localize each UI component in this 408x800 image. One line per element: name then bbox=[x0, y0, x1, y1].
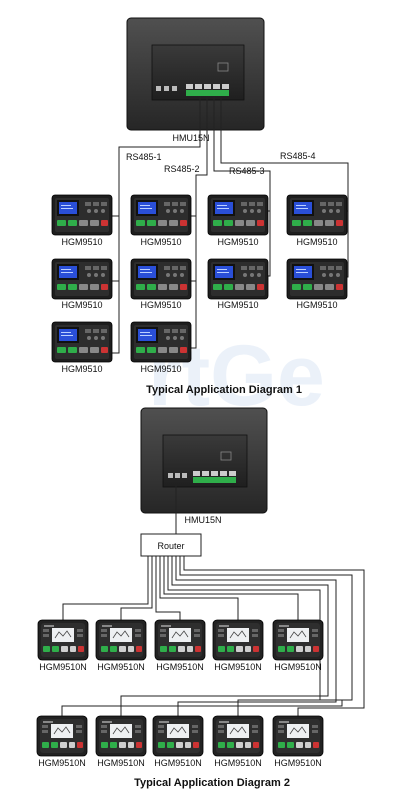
ethernet-wiring bbox=[61, 556, 365, 716]
bus-label-rs485-2: RS485-2 bbox=[164, 164, 200, 174]
device-label: HGM9510 bbox=[61, 237, 102, 247]
device-label: HGM9510 bbox=[140, 237, 181, 247]
device-label: HGM9510N bbox=[274, 758, 322, 768]
device-label: HGM9510 bbox=[61, 300, 102, 310]
device-label: HGM9510N bbox=[38, 758, 86, 768]
device-label: HGM9510 bbox=[217, 237, 258, 247]
hgm9510-controller bbox=[51, 194, 113, 236]
device-label: HGM9510N bbox=[214, 662, 262, 672]
router-box bbox=[140, 533, 202, 557]
device-label: HGM9510N bbox=[154, 758, 202, 768]
hgm9510-controller bbox=[51, 258, 113, 300]
device-label: HGM9510N bbox=[39, 662, 87, 672]
router-label: Router bbox=[157, 541, 184, 551]
hgm9510n-controller bbox=[272, 619, 324, 661]
hgm9510n-controller bbox=[36, 715, 88, 757]
caption-diagram-2: Typical Application Diagram 2 bbox=[134, 777, 290, 789]
bus-label-rs485-4: RS485-4 bbox=[280, 151, 316, 161]
hgm9510n-controller bbox=[95, 619, 147, 661]
device-label: HGM9510N bbox=[214, 758, 262, 768]
device-label: HGM9510 bbox=[296, 237, 337, 247]
device-label: HGM9510N bbox=[156, 662, 204, 672]
hgm9510n-controller bbox=[272, 715, 324, 757]
hgm9510n-controller bbox=[152, 715, 204, 757]
device-label: HGM9510 bbox=[140, 300, 181, 310]
hgm9510-controller bbox=[207, 194, 269, 236]
hgm9510n-controller bbox=[212, 619, 264, 661]
hgm9510n-controller bbox=[154, 619, 206, 661]
hgm9510-controller bbox=[286, 194, 348, 236]
bus-label-rs485-1: RS485-1 bbox=[126, 152, 162, 162]
hub-label-2: HMU15N bbox=[184, 515, 221, 525]
device-label: HGM9510N bbox=[97, 662, 145, 672]
device-label: HGM9510N bbox=[97, 758, 145, 768]
device-label: HGM9510 bbox=[140, 364, 181, 374]
hgm9510n-controller bbox=[212, 715, 264, 757]
hmu15n-unit-2 bbox=[140, 407, 268, 514]
hgm9510n-controller bbox=[37, 619, 89, 661]
hgm9510-controller bbox=[286, 258, 348, 300]
hgm9510-controller bbox=[130, 194, 192, 236]
hgm9510-controller bbox=[51, 321, 113, 363]
hub-label-1: HMU15N bbox=[172, 133, 209, 143]
device-label: HGM9510 bbox=[61, 364, 102, 374]
hmu15n-unit-1 bbox=[126, 17, 265, 131]
bus-label-rs485-3: RS485-3 bbox=[229, 166, 265, 176]
hgm9510n-controller bbox=[95, 715, 147, 757]
caption-diagram-1: Typical Application Diagram 1 bbox=[146, 384, 302, 396]
hgm9510-controller bbox=[207, 258, 269, 300]
hgm9510-controller bbox=[130, 258, 192, 300]
hgm9510-controller bbox=[130, 321, 192, 363]
device-label: HGM9510 bbox=[296, 300, 337, 310]
device-label: HGM9510N bbox=[274, 662, 322, 672]
device-label: HGM9510 bbox=[217, 300, 258, 310]
